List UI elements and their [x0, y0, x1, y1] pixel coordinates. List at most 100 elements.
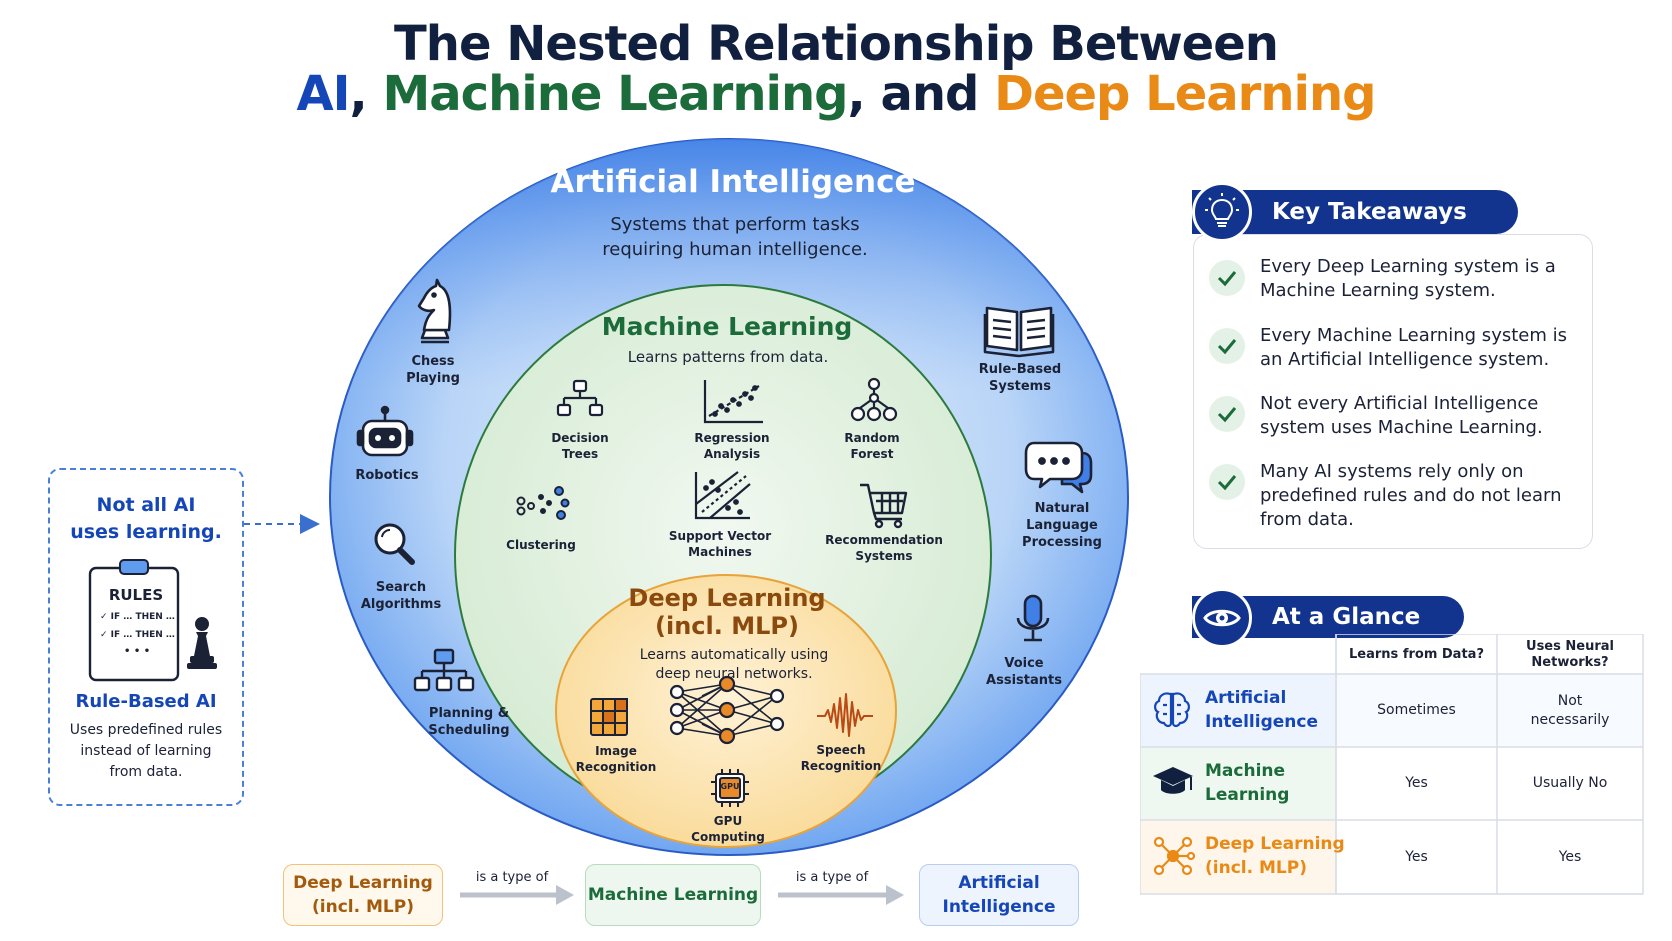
ai-item-rule-based-l2: Systems: [989, 379, 1051, 394]
shopping-cart-icon: [860, 483, 908, 529]
neural-network-icon: [669, 675, 785, 745]
regression-plot-icon: [703, 380, 763, 424]
clipboard-rule-2: ✓ IF … THEN …: [100, 630, 175, 640]
takeaway-check-icon-3: [1209, 396, 1245, 432]
left-box-heading: Not all AI uses learning.: [50, 492, 242, 546]
pawn-icon: [187, 617, 217, 669]
glance-row-dl-neural: Yes: [1558, 848, 1582, 865]
clipboard-rule-3: • • •: [124, 646, 151, 657]
ai-item-robotics-l1: Robotics: [355, 468, 419, 483]
ai-item-search-l1: Search: [375, 580, 427, 595]
flow-box-artificial-intelligence: Artificial Intelligence: [919, 864, 1079, 926]
dl-ring-title-line1: Deep Learning: [628, 584, 826, 612]
left-box-desc-l1: Uses predefined rules: [69, 722, 223, 738]
left-box-desc-l2: instead of learning: [80, 743, 212, 759]
ai-item-voice-l2: Assistants: [986, 673, 1062, 688]
takeaway-1-l2: Machine Learning system.: [1260, 280, 1496, 301]
flow-ai-l1: Artificial: [958, 873, 1040, 893]
dl-item-image-l1: Image: [595, 744, 637, 758]
takeaway-2-l1: Every Machine Learning system is: [1260, 325, 1567, 346]
waveform-icon: [817, 693, 873, 737]
brain-icon: [1154, 692, 1190, 728]
takeaway-3-l2: system uses Machine Learning.: [1260, 417, 1543, 438]
lightbulb-icon: [1192, 182, 1252, 242]
takeaway-check-icon-1: [1209, 260, 1245, 296]
takeaway-4-l2: predefined rules and do not learn: [1260, 485, 1562, 506]
ml-item-recommendation-l1: Recommendation: [825, 533, 943, 547]
page-title-line2: AI, Machine Learning, and Deep Learning: [0, 66, 1672, 122]
dl-item-gpu-l2: Computing: [691, 830, 765, 844]
glance-row-ai-neural: Not necessarily: [1497, 674, 1643, 747]
chess-knight-icon: [417, 278, 452, 344]
page-title-line1: The Nested Relationship Between: [394, 16, 1279, 72]
dl-ring-desc: Learns automatically using deep neural n…: [640, 646, 829, 684]
ml-ring-title: Machine Learning: [601, 312, 853, 341]
glance-row-ai-neural-l1: Not: [1557, 692, 1583, 709]
takeaway-2-l2b: Artificial Intelligence: [1288, 349, 1473, 370]
title-ml: Machine Learning: [382, 66, 848, 122]
ai-item-planning: Planning &Scheduling: [428, 705, 509, 739]
dl-ring-desc-line2: deep neural networks.: [655, 666, 813, 682]
ml-item-clustering-l1: Clustering: [506, 538, 576, 552]
glance-row-ai-n2: Intelligence: [1205, 712, 1318, 732]
glance-row-ml-name: Machine Learning: [1205, 759, 1289, 807]
glance-row-dl-n2: (incl. MLP): [1205, 858, 1307, 878]
glance-row-dl-n1: Deep Learning: [1205, 834, 1345, 854]
microphone-icon: [1016, 594, 1050, 642]
left-box-name: Rule-Based AI: [75, 691, 217, 712]
takeaway-1: Every Deep Learning system is a Machine …: [1260, 255, 1580, 303]
cluster-dots-icon: [516, 486, 570, 520]
ml-item-random-forest-l2: Forest: [850, 447, 894, 461]
flow-arrow-1: [460, 885, 574, 905]
glance-col-neural-l2: Networks?: [1531, 655, 1609, 670]
glance-col-neural: Uses Neural Networks?: [1497, 636, 1643, 674]
takeaway-4: Many AI systems rely only on predefined …: [1260, 460, 1580, 532]
ai-ring-desc-line2: requiring human intelligence.: [602, 239, 868, 260]
glance-row-dl-name: Deep Learning (incl. MLP): [1205, 832, 1345, 880]
glance-row-ai-n1: Artificial: [1205, 688, 1287, 708]
dl-item-image-l2: Recognition: [575, 760, 657, 774]
flow-box-machine-learning: Machine Learning: [585, 864, 761, 926]
key-takeaways-panel: [1193, 234, 1593, 549]
flow-arrow-2: [778, 885, 904, 905]
ml-item-regression-l1: Regression: [694, 431, 770, 445]
ml-item-random-forest-l1: Random: [844, 431, 900, 445]
left-box-desc-l3: from data.: [109, 764, 183, 780]
takeaway-2-l2: an Artificial Intelligence system.: [1260, 348, 1580, 372]
ml-ring-desc: Learns patterns from data.: [627, 348, 829, 366]
ai-ring-desc-line1: Systems that perform tasks: [610, 214, 860, 235]
ai-item-chess-l1: Chess: [411, 354, 455, 369]
ai-item-nlp-l3: Processing: [1022, 535, 1102, 550]
takeaway-4-l1: Many AI systems rely only on: [1260, 461, 1524, 482]
ml-item-recommendation-l2: Systems: [855, 549, 913, 563]
ai-item-rule-based-l1: Rule-Based: [978, 362, 1062, 377]
title-ai: AI: [296, 66, 351, 122]
image-grid-icon: [590, 698, 628, 736]
glance-row-ai-neural-l2: necessarily: [1530, 711, 1610, 728]
flow-connector-1-label: is a type of: [475, 870, 549, 885]
ml-item-svm-l2: Machines: [688, 545, 752, 559]
ai-item-nlp-l1: Natural: [1034, 501, 1090, 516]
ai-item-voice-l1: Voice: [1004, 656, 1044, 671]
eye-icon: [1192, 588, 1252, 648]
gpu-chip-label: GPU: [720, 782, 740, 791]
dl-item-gpu-l1: GPU: [713, 814, 743, 828]
ai-ring-desc: Systems that perform tasks requiring hum…: [602, 212, 868, 262]
rule-based-ai-box: Not all AI uses learning. RULES ✓ IF … T…: [48, 468, 244, 806]
takeaway-3-l1: Not every Artificial Intelligence: [1260, 393, 1539, 414]
network-nodes-icon: [1153, 836, 1195, 876]
ml-item-regression-l2: Analysis: [703, 447, 761, 461]
takeaway-3: Not every Artificial Intelligence system…: [1260, 392, 1580, 440]
ai-ring-title: Artificial Intelligence: [550, 164, 916, 200]
svm-plot-icon: [694, 471, 751, 520]
flow-dl-l2: (incl. MLP): [312, 897, 414, 917]
clipboard-title: RULES: [108, 586, 164, 604]
